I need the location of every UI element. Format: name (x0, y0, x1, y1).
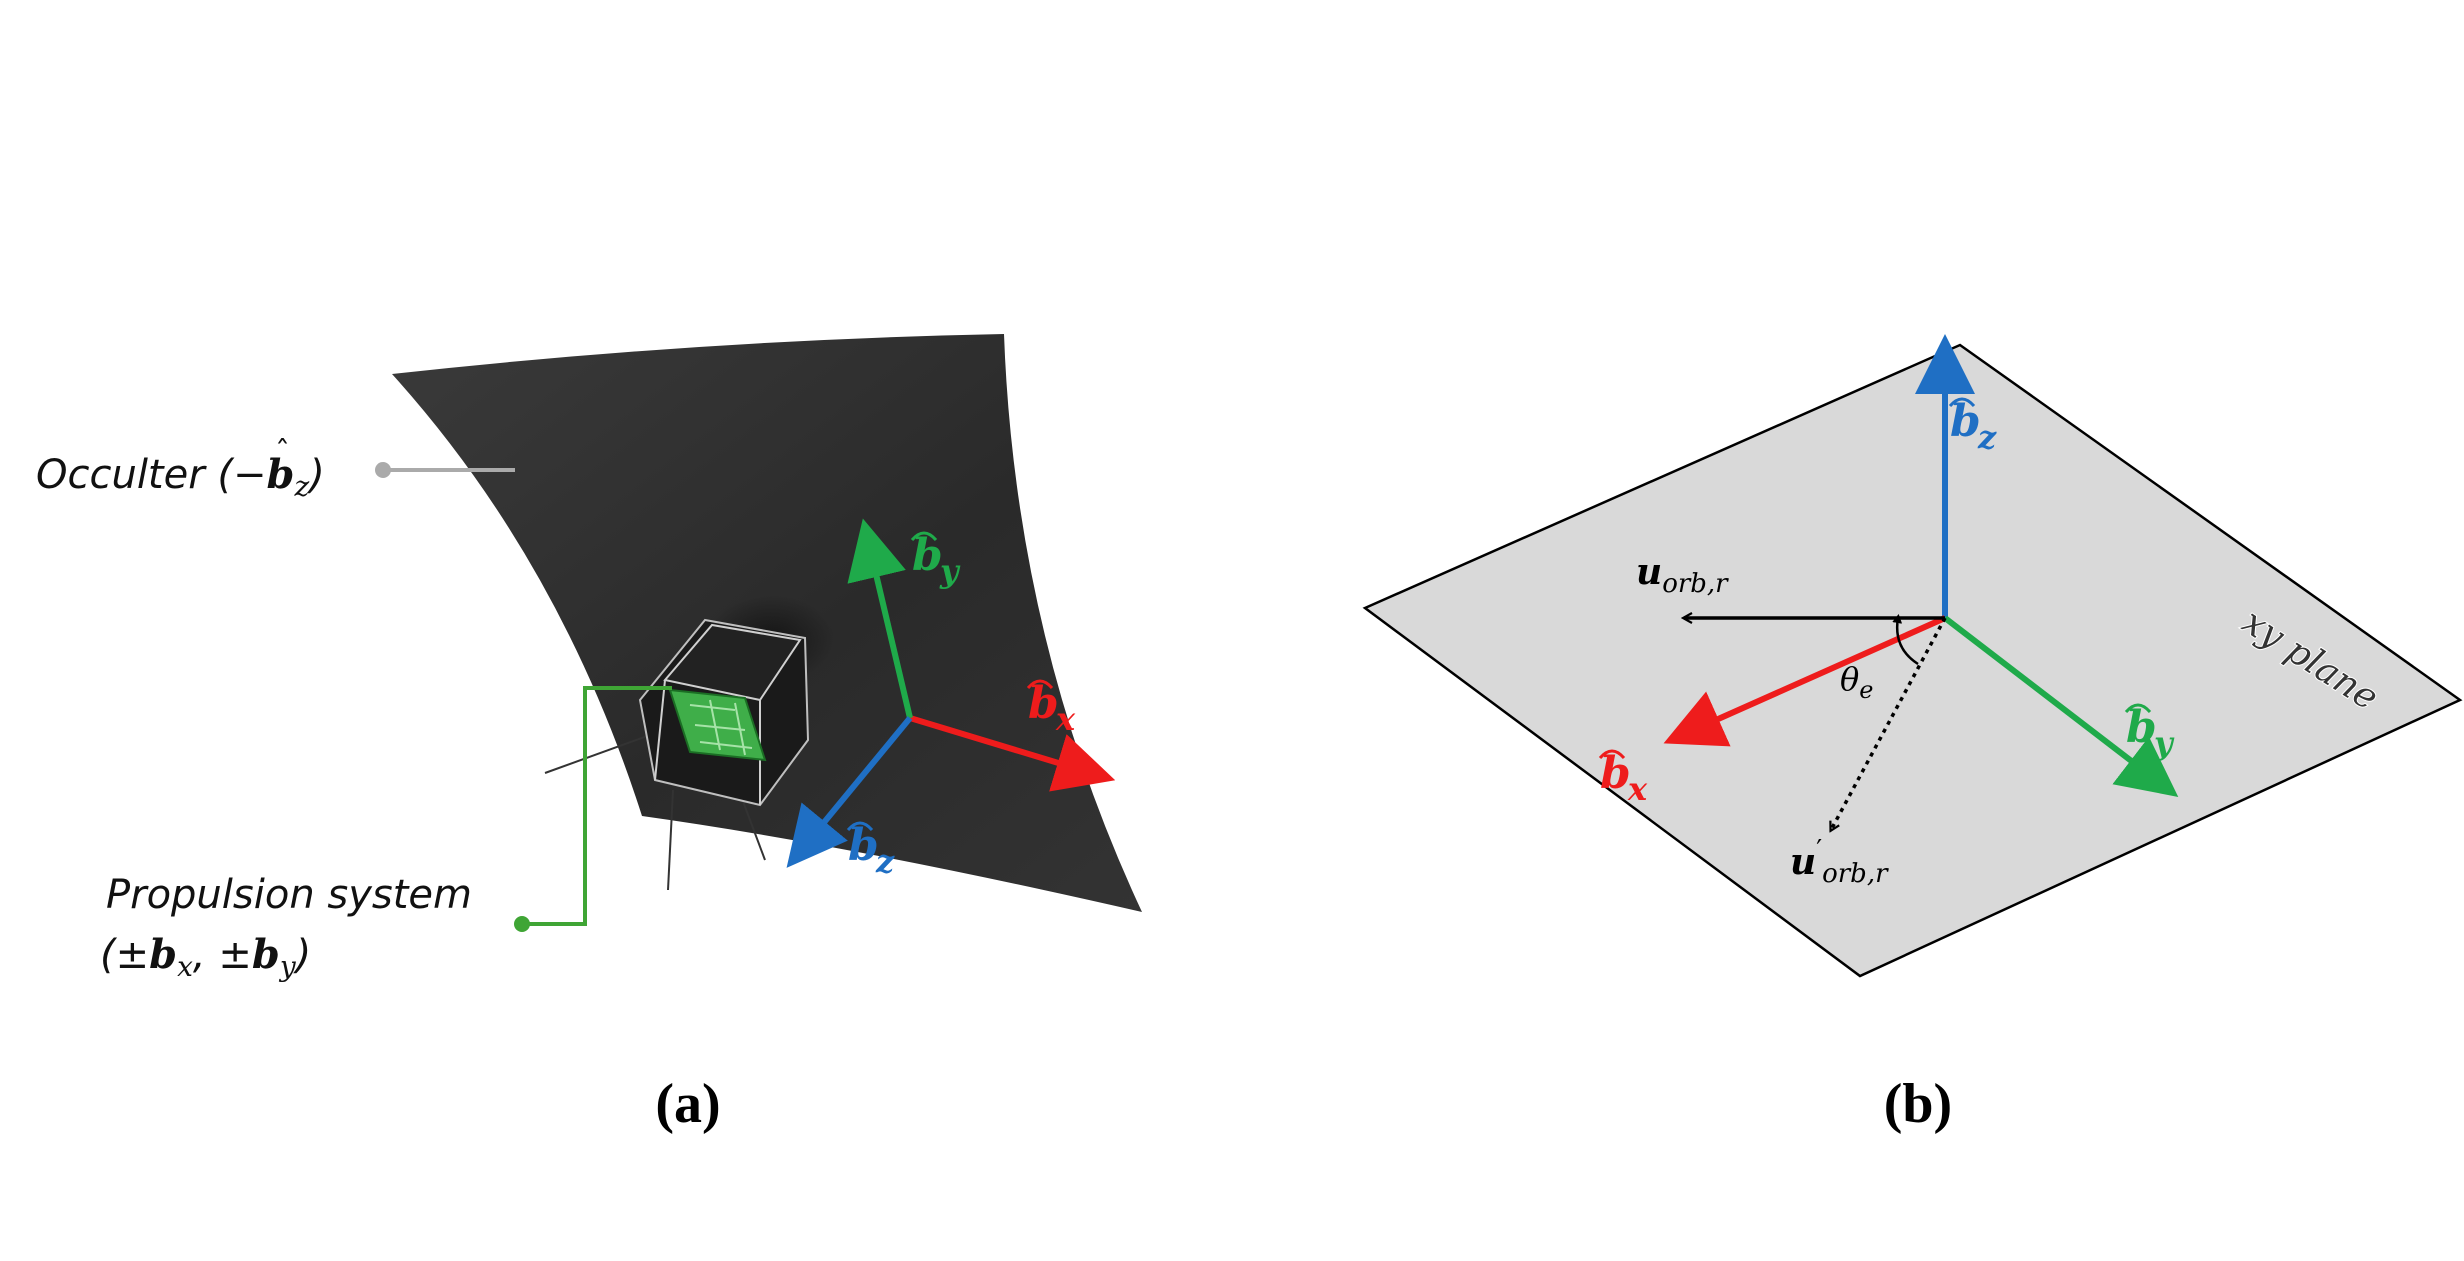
propulsion-board (668, 688, 767, 762)
axis-label-bz-b: b z (1948, 396, 1997, 456)
axis-bz-a (786, 716, 913, 868)
spacecraft (544, 618, 810, 891)
caption-a: (a) (655, 1073, 720, 1135)
axes-b (1663, 334, 2179, 830)
svg-text:b: b (2126, 702, 2157, 753)
svg-text:z: z (875, 842, 895, 880)
panel-a: Occulter (−bz) ˆ Propulsion system (±bx,… (36, 334, 1142, 1135)
svg-text:x: x (1055, 700, 1076, 738)
axis-label-by-a: b y (910, 530, 961, 590)
theta-arc (1892, 614, 1919, 666)
vector-u-orb-prime (1831, 617, 1947, 830)
propulsion-board-detail (689, 699, 753, 756)
axis-label-by-b: b y (2124, 702, 2175, 762)
propulsion-label-line1: Propulsion system (106, 872, 472, 918)
axis-label-bz-a: b z (846, 820, 895, 880)
axes-a (786, 518, 1116, 868)
axis-by-b (1943, 615, 2179, 797)
propulsion-leader (520, 686, 672, 926)
occulter-label-hat: ˆ (275, 435, 290, 470)
propulsion-leader-dot (514, 916, 530, 932)
axis-label-bx-b: b x (1598, 748, 1648, 808)
occulter-label: Occulter (−bz) (36, 451, 325, 503)
cubesat-top-face (663, 623, 802, 702)
svg-text:b: b (1950, 396, 1981, 447)
svg-text:z: z (1977, 418, 1997, 456)
label-u-orb-prime: u′orb,r (1790, 835, 1889, 889)
caption-b: (b) (1884, 1073, 1952, 1135)
panel-b: xy plane b z b x b y uorb,r (1362, 334, 2463, 1135)
label-u-orb: uorb,r (1636, 551, 1729, 599)
cubesat-edge (654, 679, 666, 781)
svg-text:y: y (939, 552, 961, 590)
antenna (667, 789, 674, 891)
svg-text:b: b (1600, 748, 1631, 799)
axis-bx-a (909, 715, 1116, 792)
svg-text:b: b (1028, 678, 1059, 729)
svg-text:b: b (912, 530, 943, 581)
label-theta-e: θe (1840, 660, 1873, 704)
svg-text:b: b (848, 820, 879, 871)
axis-by-a (847, 518, 913, 719)
propulsion-label-line2: (±bx, ±by) (100, 931, 311, 983)
svg-text:y: y (2153, 724, 2175, 762)
antenna (544, 734, 651, 774)
axis-bx-b (1663, 615, 1947, 747)
occulter-leader-dot (375, 462, 391, 478)
svg-text:x: x (1627, 770, 1648, 808)
axis-label-bx-a: b x (1026, 678, 1076, 738)
